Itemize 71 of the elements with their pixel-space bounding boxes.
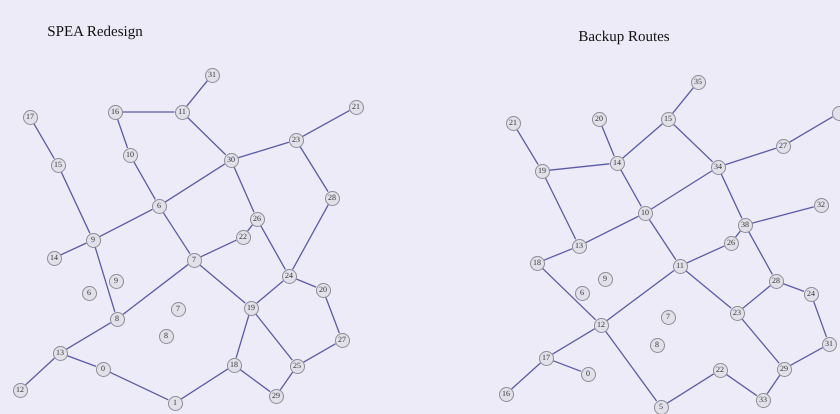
connector-line [720,174,742,218]
connector-line [686,246,724,264]
connector-line [133,161,156,200]
connector-line [790,347,823,366]
connector-line [752,206,814,224]
connector-line [741,318,780,364]
connector-line [296,278,316,288]
connector-line [238,142,290,158]
connector-line [186,80,208,107]
connector-line [66,355,96,367]
connector-line [122,264,188,315]
connector-line [33,123,55,159]
connector-line [742,285,771,309]
connector-line [789,116,833,143]
connector-line [766,374,780,394]
panel-title: Backup Routes [578,30,670,45]
connector-line [601,126,615,156]
connector-line [66,322,111,350]
connector-line [552,360,582,372]
connector-line [726,374,758,396]
connector-line [255,313,293,361]
connector-line [516,129,539,165]
connector-line [233,166,255,212]
connector-line [812,300,828,338]
connector-line [748,231,773,275]
connector-line [247,224,253,232]
connector-line [782,283,804,292]
connector-line [110,372,168,400]
connector-line [672,87,694,114]
panel-title: SPEA Redesign [47,25,143,40]
connector-line [94,246,116,312]
connector-line [622,123,663,159]
connector-line [667,373,714,404]
connector-line [292,204,329,270]
connector-line [236,315,250,358]
connector-line [199,264,246,304]
connector-line [60,242,86,256]
connector-line [302,110,350,137]
connector-line [672,124,714,162]
connector-line [604,330,658,402]
connector-line [511,362,541,390]
connector-line [685,270,732,309]
connector-line [200,240,236,258]
connector-line [648,218,676,260]
connector-line [303,343,336,363]
connector-line [260,225,286,270]
connector-line [606,270,674,322]
connector-line [256,280,284,304]
connector-line [99,208,153,238]
connector-line [544,177,576,240]
connector-line [735,230,741,238]
connector-line [299,146,329,192]
connector-line [60,172,90,234]
connector-line [325,296,340,334]
connector-line [116,118,128,148]
connector-line [240,368,270,392]
connector-line [544,248,572,261]
connector-line [25,358,55,386]
connector-line [164,164,226,202]
connector-line [162,212,190,254]
connector-line [549,163,610,171]
connector-line [180,368,228,400]
connector-line [122,111,174,113]
connector-line [585,216,639,244]
connector-line [724,148,776,166]
connector-line [186,116,226,156]
connector-line [552,328,595,355]
connector-line [280,372,294,390]
connector-line [542,268,596,320]
connector-line [651,170,712,210]
connector-line [620,169,642,207]
